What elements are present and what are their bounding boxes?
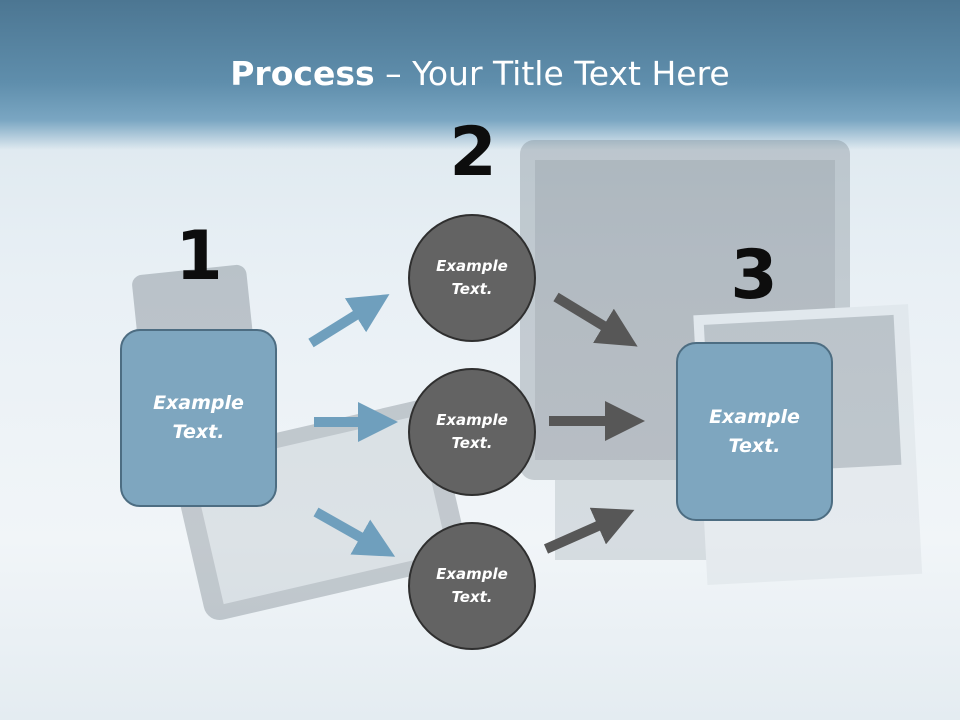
step-2-circle-bottom: Example Text.: [408, 522, 536, 650]
step-1-box-line2: Text.: [172, 421, 225, 443]
title-rest: – Your Title Text Here: [374, 54, 730, 93]
circle-top-line1: Example: [436, 257, 508, 275]
circle-top-line2: Text.: [451, 280, 493, 298]
arrow-circle3-to-box3: [543, 507, 635, 554]
step-3-box: Example Text.: [676, 342, 833, 521]
step-3-box-line1: Example: [709, 405, 800, 428]
title-banner: [0, 0, 960, 150]
step-2-circle-top: Example Text.: [408, 214, 536, 342]
title-bold: Process: [230, 54, 375, 93]
arrow-box1-to-circle3: [313, 507, 396, 557]
arrow-circle1-to-box3: [553, 292, 638, 347]
step-2-circle-middle: Example Text.: [408, 368, 536, 496]
step-3-box-line2: Text.: [728, 434, 781, 457]
circle-middle-line1: Example: [436, 411, 508, 429]
arrow-box1-to-circle1: [308, 294, 390, 348]
step-number-2: 2: [449, 113, 497, 192]
circle-bottom-line2: Text.: [451, 588, 493, 606]
step-number-1: 1: [175, 217, 223, 296]
circle-bottom-line1: Example: [436, 565, 508, 583]
circle-middle-line2: Text.: [451, 434, 493, 452]
step-number-3: 3: [730, 236, 778, 315]
step-1-box: Example Text.: [120, 329, 277, 507]
step-1-box-line1: Example: [153, 392, 244, 414]
slide-title: Process – Your Title Text Here: [0, 52, 960, 96]
